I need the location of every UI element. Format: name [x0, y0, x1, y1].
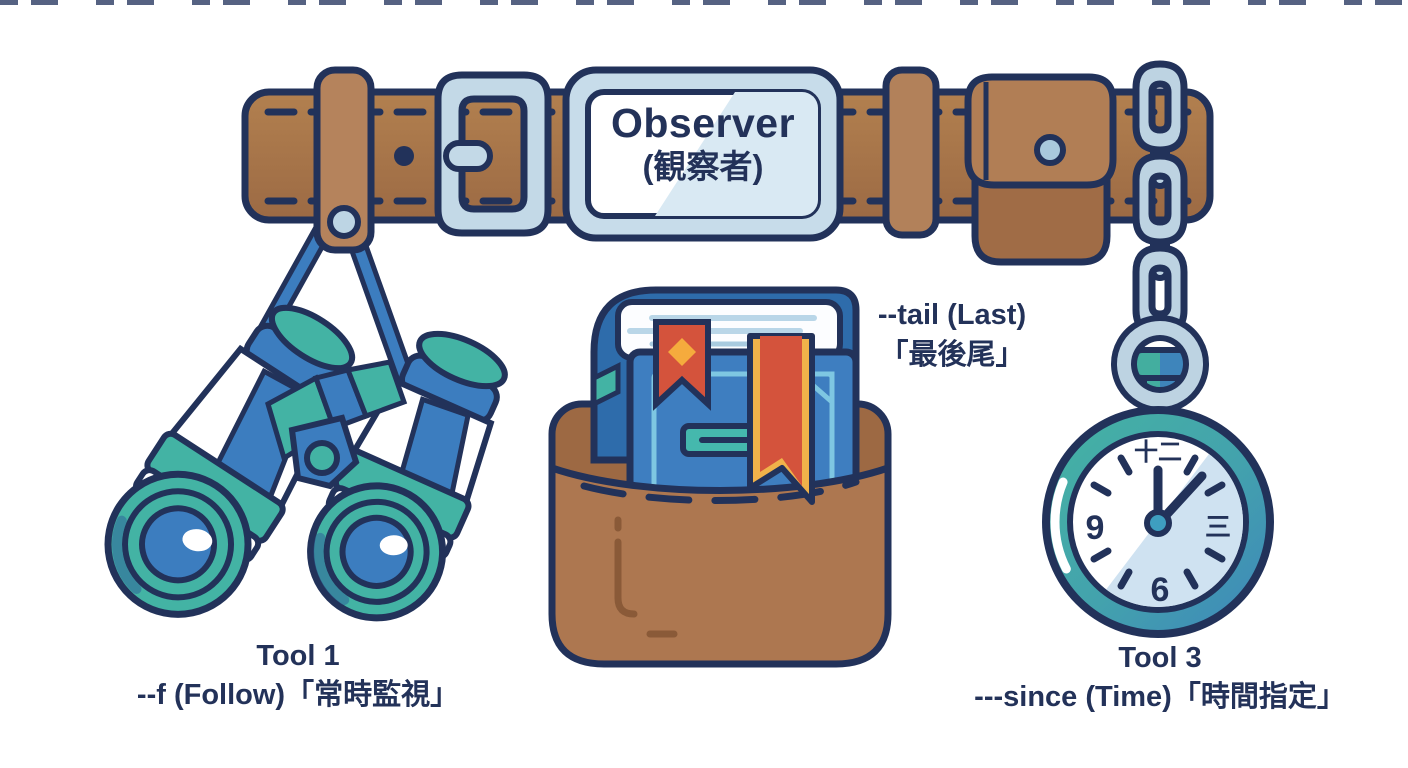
rivet	[327, 205, 361, 239]
plate-subtitle: (観察者)	[642, 148, 764, 185]
tail-option-line1: --tail (Last)	[877, 299, 1027, 331]
belt-hole	[394, 146, 414, 166]
left-lens	[104, 470, 252, 618]
watch-numeral-6: 6	[1151, 571, 1170, 609]
tool3-name: Tool 3	[1118, 642, 1202, 674]
pocket-watch-icon: 十二 9 三 6	[1042, 315, 1274, 638]
rim-shine	[1050, 414, 1266, 630]
bookmark-diamond	[668, 338, 696, 366]
snap-button	[1034, 134, 1066, 166]
top-edge-artifact	[0, 0, 1408, 5]
pouch-front	[548, 463, 892, 668]
tail-option-label: --tail (Last) 「最後尾」	[878, 295, 1026, 375]
tool1-label: Tool 1 --f (Follow)「常時監視」	[137, 637, 459, 715]
watch-numeral-3: 三	[1205, 512, 1231, 542]
tool1-option: --f (Follow)「常時監視」	[136, 679, 460, 711]
watch-numeral-12: 十二	[1134, 439, 1182, 466]
belt-keeper	[882, 66, 940, 239]
watch-numeral-9: 9	[1086, 509, 1105, 547]
right-lens	[307, 482, 447, 622]
binoculars-icon	[104, 304, 508, 622]
face-shading	[1086, 450, 1243, 607]
spine-band	[591, 361, 621, 409]
name-plate	[562, 66, 844, 242]
belt-buckle-icon	[434, 71, 552, 237]
watch-ticks	[1090, 454, 1226, 590]
binocular-bridge	[265, 359, 408, 490]
tail-option-line2: 「最後尾」	[879, 339, 1025, 371]
buckle-prong	[443, 140, 493, 172]
ribbon	[747, 333, 815, 505]
plate-label: Observer (観察者)	[611, 100, 795, 188]
belt-loop	[313, 66, 375, 254]
tool3-option: ---since (Time)「時間指定」	[974, 681, 1346, 713]
book-in-pouch-icon	[548, 286, 892, 668]
tool3-label: Tool 3 ---since (Time)「時間指定」	[974, 639, 1346, 717]
plate-title: Observer	[610, 100, 796, 146]
watch-center-pin	[1144, 509, 1172, 537]
chain-icon	[1132, 60, 1188, 338]
tool1-name: Tool 1	[256, 640, 340, 672]
belt-pouch-icon	[964, 73, 1117, 266]
